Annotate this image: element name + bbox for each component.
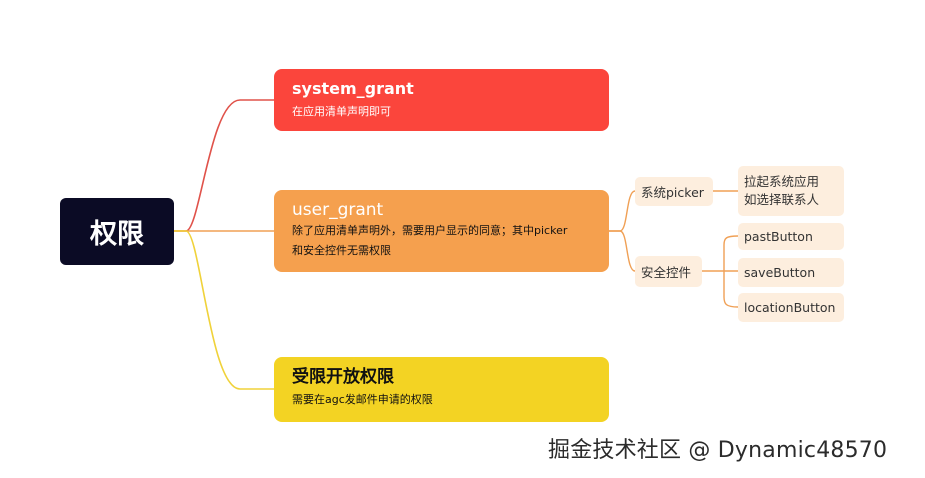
sub-node-security-controls[interactable]: 安全控件 <box>635 256 702 287</box>
branch-desc: 需要在agc发邮件申请的权限 <box>292 393 433 406</box>
branch-title: user_grant <box>292 200 384 220</box>
branch-desc: 除了应用清单声明外，需要用户显示的同意；其中picker 和安全控件无需权限 <box>292 221 595 261</box>
leaf-picker-desc[interactable]: 拉起系统应用 如选择联系人 <box>738 166 844 216</box>
branch-system-grant[interactable]: system_grant 在应用清单声明即可 <box>274 69 609 131</box>
link-root-system-grant <box>174 99 274 232</box>
link-user-grant-picker <box>609 190 636 232</box>
root-label: 权限 <box>90 219 144 250</box>
link-controls-leaves <box>702 235 739 308</box>
leaf-line-2: 如选择联系人 <box>744 192 820 207</box>
leaf-label: pastButton <box>744 229 813 244</box>
site-watermark: 掘金技术社区 @ Dynamic48570 <box>548 438 888 463</box>
branch-restricted[interactable]: 受限开放权限 需要在agc发邮件申请的权限 <box>274 357 609 422</box>
branch-desc-line-2: 和安全控件无需权限 <box>292 244 391 257</box>
branch-user-grant[interactable]: user_grant 除了应用清单声明外，需要用户显示的同意；其中picker … <box>274 190 609 272</box>
leaf-text: 拉起系统应用 如选择联系人 <box>744 173 819 209</box>
branch-title: system_grant <box>292 79 414 98</box>
root-node[interactable]: 权限 <box>60 198 174 265</box>
sub-node-label: 系统picker <box>641 185 704 200</box>
sub-node-label: 安全控件 <box>641 265 692 280</box>
leaf-label: locationButton <box>744 300 836 315</box>
link-user-grant-controls <box>609 230 636 272</box>
leaf-label: saveButton <box>744 265 816 280</box>
branch-title: 受限开放权限 <box>292 367 394 387</box>
branch-desc-line-1: 除了应用清单声明外，需要用户显示的同意；其中picker <box>292 224 568 237</box>
leaf-line-1: 拉起系统应用 <box>744 174 820 189</box>
leaf-save-button[interactable]: saveButton <box>738 258 844 287</box>
leaf-past-button[interactable]: pastButton <box>738 223 844 250</box>
link-root-restricted <box>174 230 274 390</box>
branch-desc: 在应用清单声明即可 <box>292 105 391 118</box>
leaf-location-button[interactable]: locationButton <box>738 293 844 322</box>
sub-node-system-picker[interactable]: 系统picker <box>635 177 713 206</box>
